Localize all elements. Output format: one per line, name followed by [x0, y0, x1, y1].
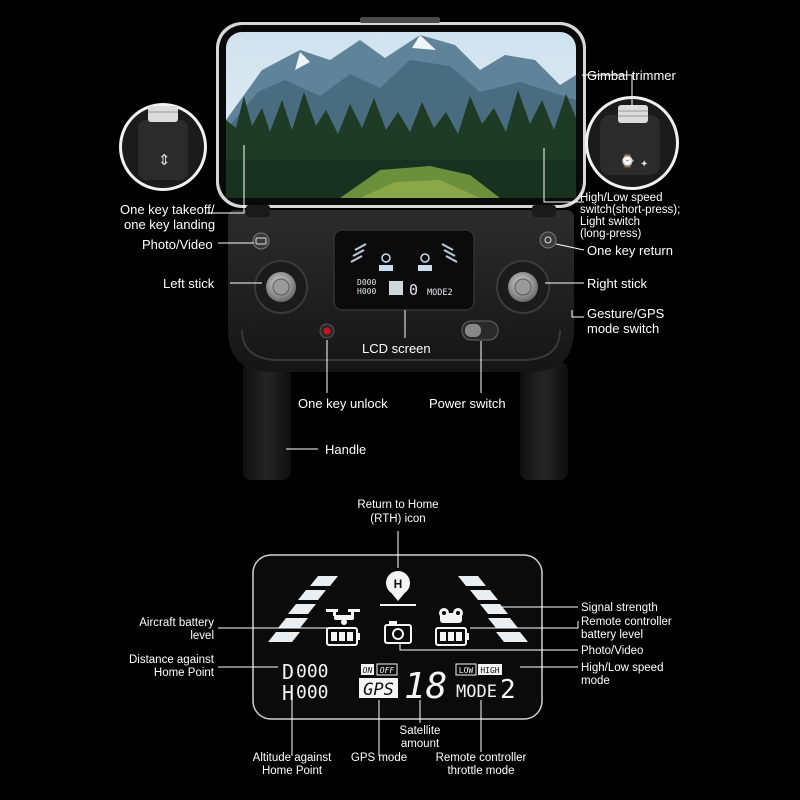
svg-text:HIGH: HIGH [480, 666, 499, 675]
throttle-mode-label: MODE [456, 682, 497, 702]
lcd-callout-speed-mode-1: High/Low speed [581, 662, 664, 674]
distance-value: 000 [296, 661, 329, 682]
svg-text:LOW: LOW [459, 666, 474, 675]
svg-text:⌚: ⌚ [620, 154, 635, 168]
callout-gimbal-trimmer: Gimbal trimmer [587, 68, 676, 83]
remote-controller-icon [439, 608, 463, 623]
lcd-callout-signal: Signal strength [581, 602, 658, 614]
aircraft-signal-bars [268, 576, 338, 642]
lcd-callout-throttle-1: Remote controller [435, 752, 527, 764]
lcd-callout-altitude-2: Home Point [261, 765, 323, 777]
camera-icon [384, 621, 412, 644]
takeoff-button-zoom: ⇕ [119, 103, 207, 191]
right-stick [496, 260, 550, 314]
lcd-callout-throttle-2: throttle mode [447, 765, 515, 777]
callout-lcd-screen: LCD screen [362, 341, 431, 356]
gimbal-trimmer-zoom: ⌚ ✦ [585, 96, 679, 190]
satellite-count: 18 [404, 666, 447, 707]
svg-text:H000: H000 [357, 287, 376, 296]
height-value: 000 [296, 682, 329, 703]
callout-one-key-takeoff-1: One key takeoff/ [120, 202, 215, 217]
lcd-callout-photo-video: Photo/Video [581, 645, 644, 657]
phone [216, 17, 586, 208]
lcd-callout-rc-battery-1: Remote controller [581, 616, 672, 628]
remote-controller: D000 H000 0 MODE2 [228, 205, 574, 480]
callout-speed-switch-3: Light switch [580, 216, 641, 228]
svg-text:GPS: GPS [363, 680, 394, 700]
callout-one-key-unlock: One key unlock [298, 396, 388, 411]
svg-text:D000: D000 [357, 278, 376, 287]
callout-speed-switch-4: (long-press) [580, 228, 642, 240]
callout-one-key-takeoff-2: one key landing [124, 217, 216, 232]
left-stick [254, 260, 308, 314]
callout-gesture-gps-2: mode switch [587, 321, 660, 336]
callout-speed-switch-1: High/Low speed [580, 192, 663, 204]
lcd-callout-satellite-1: Satellite [399, 725, 441, 737]
callout-handle: Handle [325, 442, 367, 457]
left-handle [243, 362, 291, 480]
right-handle [520, 362, 568, 480]
callout-power-switch: Power switch [429, 396, 506, 411]
lcd-callout-aircraft-battery-2: level [190, 630, 214, 642]
lcd-callout-rc-battery-2: battery level [581, 629, 644, 641]
gps-mode-indicator: ON OFF GPS [359, 663, 398, 700]
svg-text:ON: ON [363, 666, 373, 675]
small-lcd-count: 0 [409, 281, 418, 299]
rc-battery-icon [435, 627, 469, 646]
rth-icon: H [380, 571, 416, 606]
lcd-callout-distance-1: Distance against [128, 654, 214, 666]
lcd-callout-speed-mode-2: mode [581, 675, 610, 687]
svg-text:H: H [394, 577, 403, 591]
lcd-callout-satellite-2: amount [400, 738, 440, 750]
callout-speed-switch-2: switch(short-press); [580, 204, 681, 216]
callout-left-stick: Left stick [163, 276, 215, 291]
throttle-mode-value: 2 [500, 675, 516, 705]
lcd-callout-aircraft-battery-1: Aircraft battery [139, 617, 214, 629]
photo-video-button [252, 232, 270, 250]
small-lcd-mode: MODE2 [427, 288, 453, 298]
lcd-callout-altitude-1: Altitude against [252, 752, 332, 764]
lcd-leader-lines [218, 531, 579, 756]
lcd-callout-distance-2: Home Point [153, 667, 214, 679]
callout-gesture-gps-1: Gesture/GPS [587, 306, 665, 321]
small-lcd-screen [333, 229, 475, 311]
height-prefix: H [282, 681, 294, 705]
one-key-return-button [539, 231, 557, 249]
svg-text:✦: ✦ [640, 159, 648, 170]
svg-text:OFF: OFF [380, 666, 395, 675]
callout-right-stick: Right stick [587, 276, 647, 291]
aircraft-icon [326, 609, 360, 625]
aircraft-battery-icon [326, 627, 360, 646]
speed-mode-indicator: LOW HIGH [455, 663, 502, 676]
callout-leader-lines [207, 74, 633, 450]
lcd-callout-gps-mode: GPS mode [350, 752, 408, 764]
callout-photo-video: Photo/Video [142, 237, 213, 252]
signal-strength-bars [458, 576, 528, 642]
svg-text:⇕: ⇕ [158, 152, 171, 169]
lcd-callout-rth-2: (RTH) icon [370, 513, 426, 525]
distance-prefix: D [282, 660, 294, 684]
lcd-callout-rth-1: Return to Home [357, 499, 439, 511]
callout-one-key-return: One key return [587, 243, 673, 258]
